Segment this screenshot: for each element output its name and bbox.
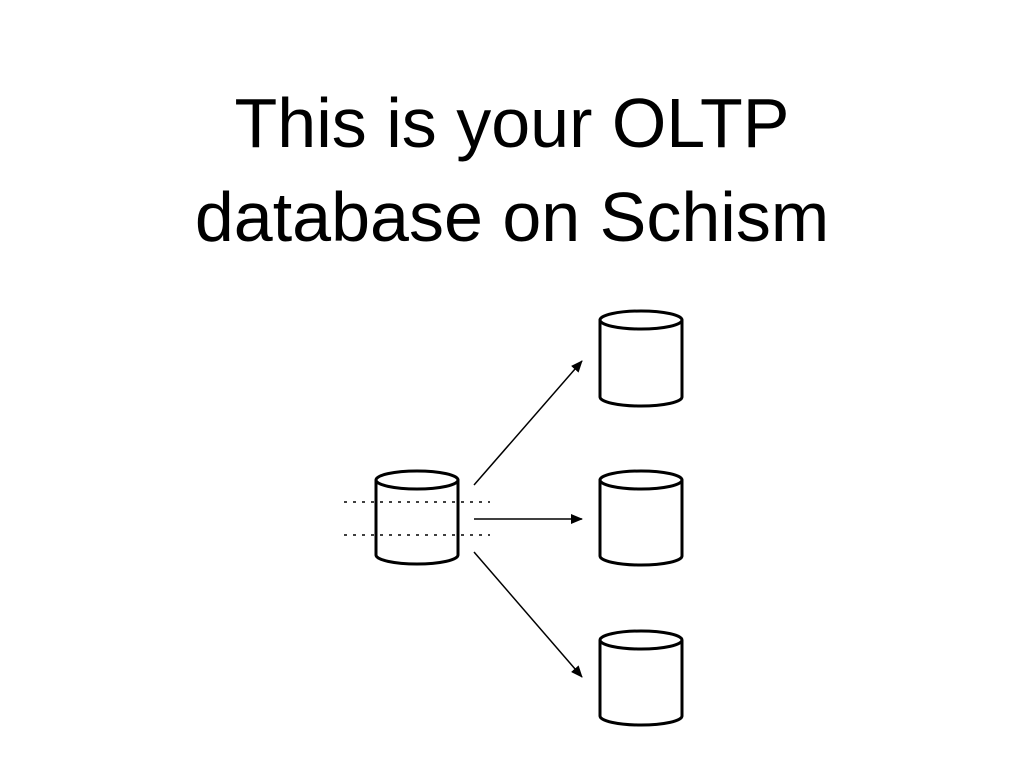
- target-database-top-icon: [598, 309, 684, 408]
- slide-title: This is your OLTP database on Schism: [0, 76, 1024, 264]
- target-database-middle-icon: [598, 469, 684, 567]
- arrow-to-bottom-database: [473, 551, 583, 678]
- source-database-icon: [374, 469, 460, 566]
- target-database-bottom-icon: [598, 629, 684, 727]
- slide-title-line-2: database on Schism: [194, 178, 830, 256]
- arrow-to-top-database: [473, 360, 583, 486]
- slide-title-line-1: This is your OLTP: [234, 84, 790, 162]
